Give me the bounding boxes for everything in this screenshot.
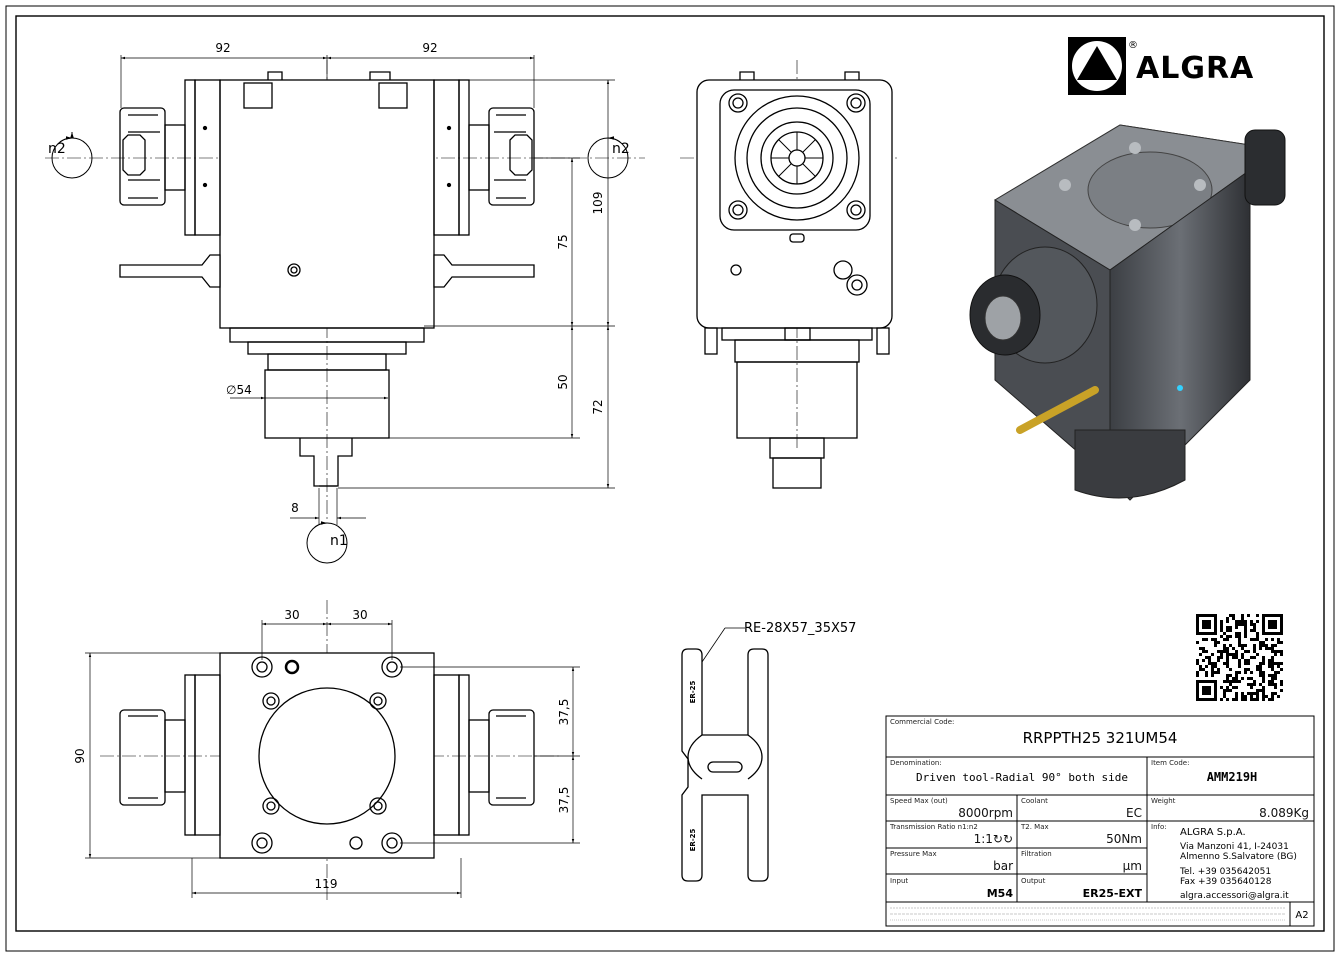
pressure-label: Pressure Max [890,850,937,858]
weight-label: Weight [1151,797,1176,805]
rotation-label-left: n2 [48,141,66,157]
company-email: algra.accessori@algra.it [1180,891,1289,901]
rotation-label-right: n2 [612,141,630,157]
dimension-bottom-width: 119 [315,877,338,891]
coolant-value: EC [1126,806,1142,820]
registered-mark: ® [1128,40,1138,51]
commercial-code: RRPPTH25 321UM54 [1023,729,1178,747]
speed-label: Speed Max (out) [890,797,948,805]
coolant-label: Coolant [1021,797,1048,805]
torque-value: 50Nm [1106,832,1142,846]
title-block [885,715,1315,927]
brand-name: ALGRA [1136,51,1254,86]
item-code: AMM219H [1207,770,1258,784]
dimension-bottom-lower: 37,5 [557,787,571,814]
filtration-value: µm [1123,859,1142,873]
front-dimension-lines [120,55,615,525]
ratio-value: 1:1↻↻ [974,832,1013,846]
front-view [45,60,645,520]
dimension-right-width: 92 [422,41,437,55]
section-label: RE-28X57_35X57 [744,621,856,636]
weight-value: 8.089Kg [1259,806,1309,820]
input-value: M54 [987,887,1014,900]
torque-label: T2. Max [1020,823,1049,831]
pressure-value: bar [993,859,1013,873]
dimension-height-lower: 50 [556,374,570,389]
dimension-bottom-height: 90 [73,748,87,763]
input-label: Input [890,877,908,885]
filtration-label: Filtration [1021,850,1052,858]
top-dimension-lines [85,620,580,898]
company-address-2: Almenno S.Salvatore (BG) [1180,852,1297,862]
company-address-1: Via Manzoni 41, I-24031 [1180,842,1289,852]
inner-border [15,15,1325,932]
sheet-size: A2 [1295,910,1308,921]
dimension-height-total: 109 [591,192,605,215]
section-mark-bottom: ER-25 [689,828,697,851]
section-mark-top: ER-25 [689,680,697,703]
dimension-spindle-width: 8 [291,501,299,515]
speed-value: 8000rpm [958,806,1013,820]
side-view [680,60,900,489]
dimension-bottom-right-offset: 30 [352,608,367,622]
dimension-left-width: 92 [215,41,230,55]
outer-border [5,5,1335,952]
ratio-label: Transmission Ratio n1:n2 [889,823,978,831]
rotation-indicator-bottom [306,521,348,564]
dimension-bottom-left-offset: 30 [284,608,299,622]
rotation-label-bottom: n1 [330,533,348,549]
rotation-indicator-left [51,132,93,179]
algra-logo: ® ALGRA [1068,37,1254,95]
dimension-height-shank: 72 [591,399,605,414]
denomination-label: Denomination: [890,759,942,767]
commercial-code-label: Commercial Code: [890,718,954,726]
company-fax: Fax +39 035640128 [1180,877,1272,887]
company-name: ALGRA S.p.A. [1180,827,1246,838]
product-render-image [969,124,1286,501]
dimension-height-upper: 75 [556,234,570,249]
info-label: Info: [1151,823,1167,831]
dimension-bottom-upper: 37,5 [557,699,571,726]
output-label: Output [1021,877,1046,885]
dimension-diameter: ∅54 [226,383,252,397]
company-tel: Tel. +39 035642051 [1179,867,1271,877]
item-code-label: Item Code: [1151,759,1189,767]
qr-code [1196,614,1283,701]
section-profile [681,627,769,882]
denomination: Driven tool-Radial 90° both side [916,771,1128,784]
output-value: ER25-EXT [1083,887,1143,900]
top-view [100,600,560,900]
